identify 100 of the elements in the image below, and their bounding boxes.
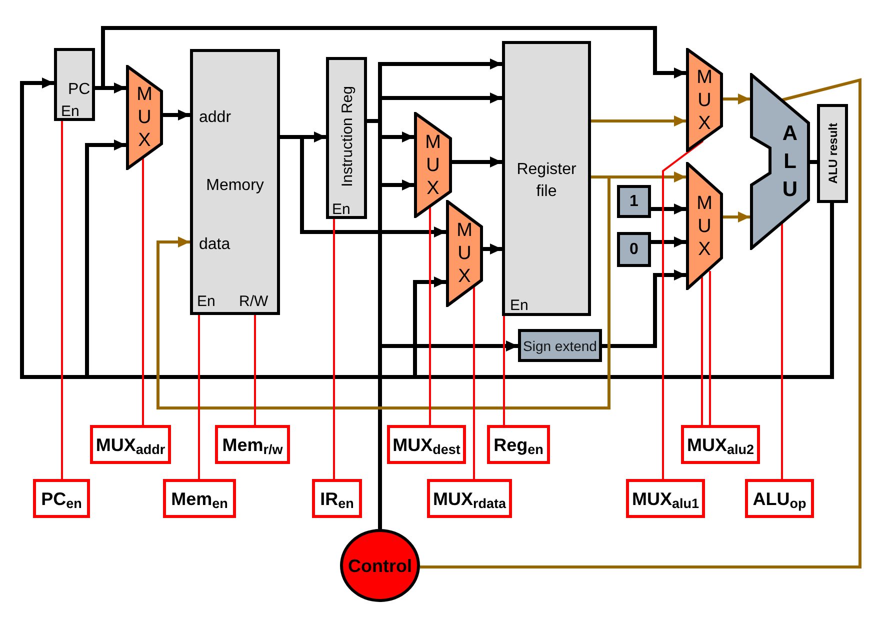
mux-label: MUX (696, 66, 714, 134)
connector-line (701, 277, 703, 425)
port-label: En (510, 297, 528, 315)
connector-line (378, 137, 382, 185)
mux-label: MUX (424, 130, 442, 200)
signal-box (681, 425, 760, 464)
arrow (85, 140, 126, 377)
arrow (156, 177, 610, 410)
connector-line (378, 185, 382, 346)
connector-line (662, 140, 704, 479)
arrow (380, 180, 414, 190)
signal-label: MUX$_{alu1}$ (632, 488, 699, 510)
arrow (609, 172, 686, 182)
connector-line (810, 160, 817, 164)
arrow (103, 82, 126, 94)
block-label: Register file (516, 160, 576, 202)
block-label: Memory (206, 177, 264, 195)
signal-box (626, 479, 705, 518)
register-box (817, 104, 848, 203)
connector-line (503, 316, 505, 425)
connector-line (378, 98, 382, 121)
signal-label: MUX$_{rdata}$ (432, 488, 506, 510)
arrow (380, 92, 502, 104)
arrow (380, 340, 518, 352)
constant-value: 1 (630, 192, 638, 210)
connector-line (781, 223, 783, 479)
signal-box (427, 479, 512, 518)
connector-line (87, 375, 415, 379)
arrow (302, 132, 326, 142)
connector-line (333, 219, 335, 479)
block-label: ALU result (826, 123, 840, 184)
signal-box (745, 479, 814, 518)
signal-box (163, 479, 236, 518)
connector-line (367, 119, 380, 123)
signal-label: PC$_{en}$ (41, 488, 82, 510)
arrow (723, 212, 750, 222)
sign-extend-box (518, 329, 602, 362)
arrow (651, 236, 686, 248)
multiplexer-shape (686, 162, 723, 290)
signal-label: MUX$_{alu2}$ (686, 434, 754, 456)
block-label: Instruction Reg (339, 86, 357, 187)
multiplexer-shape (686, 48, 723, 152)
multiplexer-shape (126, 65, 163, 170)
arrow (483, 244, 502, 254)
arrow (723, 94, 750, 104)
constant-box (617, 185, 651, 218)
connector-line (591, 176, 609, 178)
arrow (20, 78, 87, 379)
mux-label: MUX (696, 192, 714, 260)
connector-line (280, 135, 302, 139)
signal-box (33, 479, 90, 518)
register-box (326, 57, 367, 219)
signal-box (90, 425, 171, 464)
register-box (54, 48, 95, 121)
signal-label: Mem$_{r/w}$ (222, 434, 283, 456)
constant-value: 0 (630, 240, 638, 258)
arrow (602, 270, 686, 348)
port-label: En (197, 293, 216, 311)
signal-label: Reg$_{en}$ (494, 434, 544, 456)
connector-line (429, 206, 431, 425)
multiplexer-shape (446, 200, 483, 307)
port-label: En (332, 201, 350, 219)
alu-shape (750, 73, 810, 250)
connector-line (473, 287, 475, 479)
arrow (300, 137, 446, 238)
arrow (591, 116, 686, 126)
port-label: En (61, 103, 80, 121)
connector-line (415, 203, 834, 379)
mux-label: MUX (456, 219, 474, 288)
alu-label: ALU (781, 120, 799, 202)
connector-line (198, 315, 200, 479)
signal-label: ALU$_{op}$ (752, 488, 806, 510)
arrow (452, 156, 502, 168)
connector-line (378, 346, 382, 529)
connector-line (61, 121, 63, 479)
connector-line (709, 271, 711, 425)
signal-box (312, 479, 362, 518)
connector-line (254, 315, 256, 425)
connector-line (142, 158, 144, 425)
port-label: addr (199, 109, 232, 127)
multiplexer-shape (414, 112, 452, 218)
arrow (380, 132, 414, 142)
port-label: R/W (239, 293, 268, 311)
signal-box (215, 425, 290, 464)
connector-line (378, 121, 382, 137)
register-file-block (502, 41, 591, 316)
port-label: data (199, 236, 230, 254)
block-label: Sign extend (523, 336, 597, 354)
signal-label: IR$_{en}$ (320, 488, 354, 510)
arrow (413, 276, 446, 377)
mux-label: MUX (136, 83, 154, 152)
arrow (378, 58, 502, 98)
constant-box (617, 232, 651, 267)
signal-label: MUX$_{addr}$ (96, 434, 166, 456)
arrow (163, 110, 190, 120)
signal-label: Mem$_{en}$ (171, 488, 228, 510)
signal-label: MUX$_{dest}$ (392, 434, 460, 456)
connector-line (420, 78, 862, 568)
memory-block (190, 49, 280, 315)
signal-box (487, 425, 550, 464)
